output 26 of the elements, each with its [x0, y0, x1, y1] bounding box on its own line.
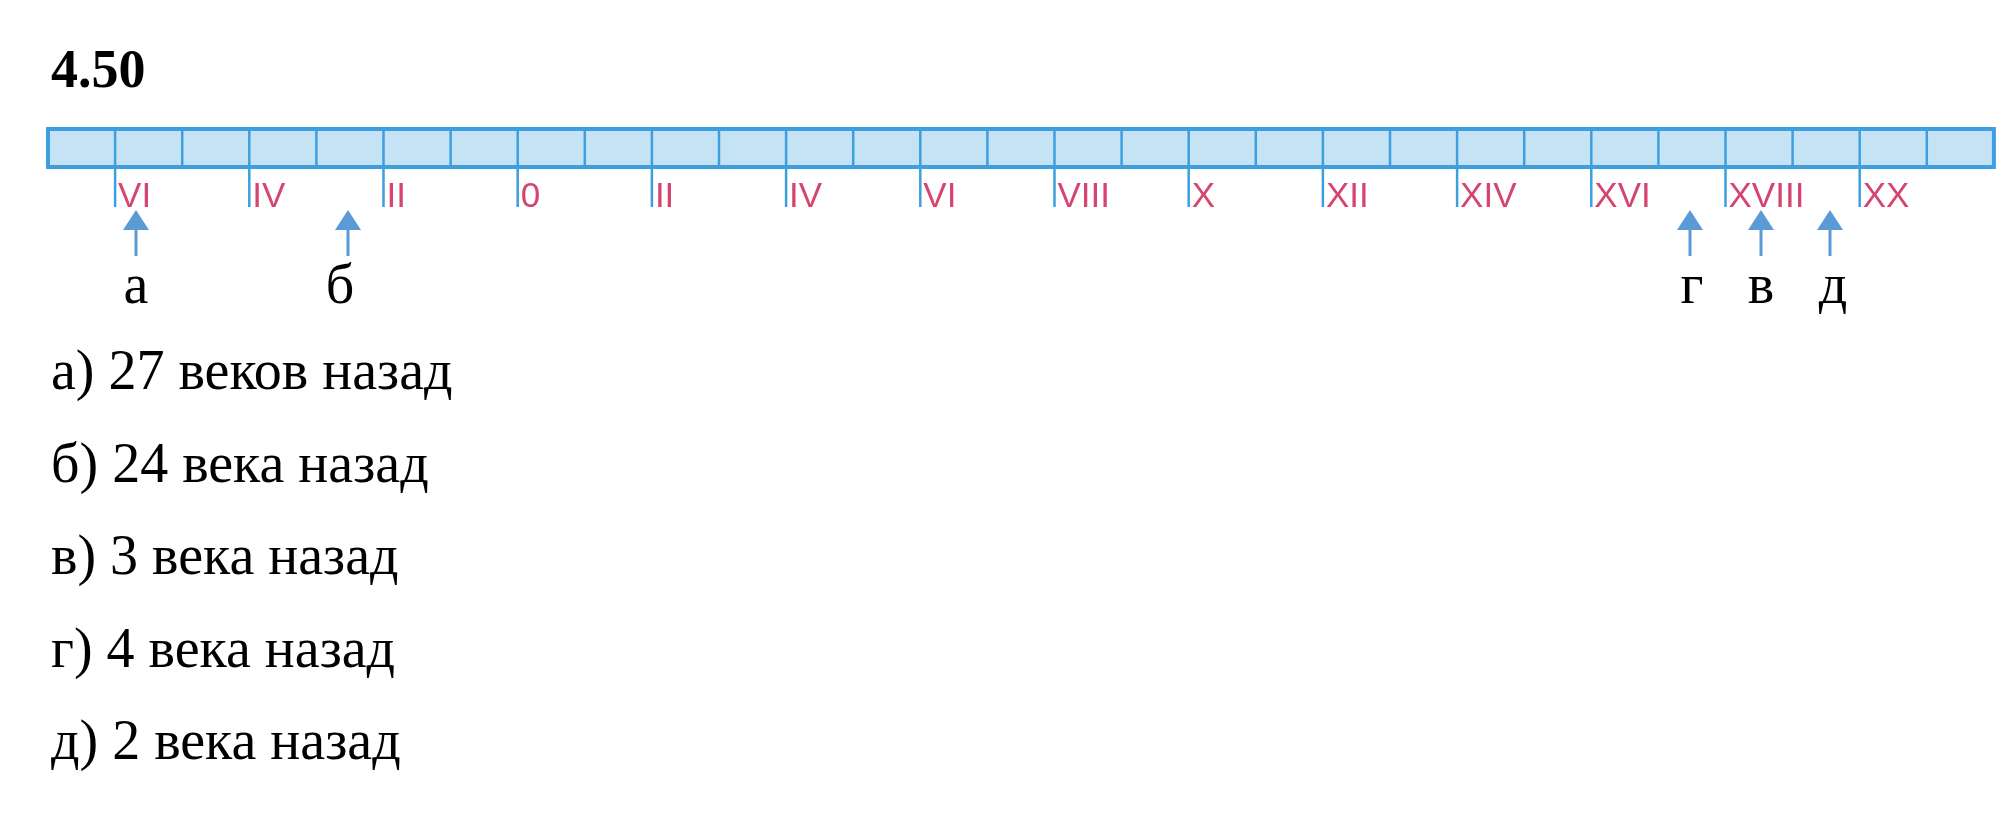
tick-label: XVIII	[1728, 180, 1805, 209]
arrow	[1748, 210, 1774, 256]
point-letter: а	[123, 256, 149, 312]
tick-label: VI	[923, 180, 957, 209]
exercise-number: 4.50	[51, 42, 146, 96]
tick-label: IV	[789, 180, 823, 209]
tick-label: XX	[1862, 180, 1910, 209]
tick-label: VIII	[1057, 180, 1111, 209]
tick-label: II	[386, 180, 406, 209]
tick-label: XIV	[1460, 180, 1517, 209]
tick-label: XVI	[1594, 180, 1651, 209]
tick-label: X	[1191, 180, 1216, 209]
tick-label: II	[654, 180, 675, 209]
arrow	[1817, 210, 1843, 256]
arrow	[1677, 210, 1703, 256]
point-letter: д	[1818, 256, 1848, 312]
point-letter: б	[325, 256, 355, 312]
tick-label: 0	[520, 180, 541, 209]
arrow	[123, 210, 149, 256]
timeline-scale	[45, 126, 1997, 210]
tick-label: IV	[252, 180, 286, 209]
tick-label: XII	[1325, 180, 1369, 209]
point-letter: в	[1747, 256, 1775, 312]
tick-label: VI	[118, 180, 152, 209]
point-letter: г	[1680, 256, 1704, 312]
arrow	[335, 210, 361, 256]
